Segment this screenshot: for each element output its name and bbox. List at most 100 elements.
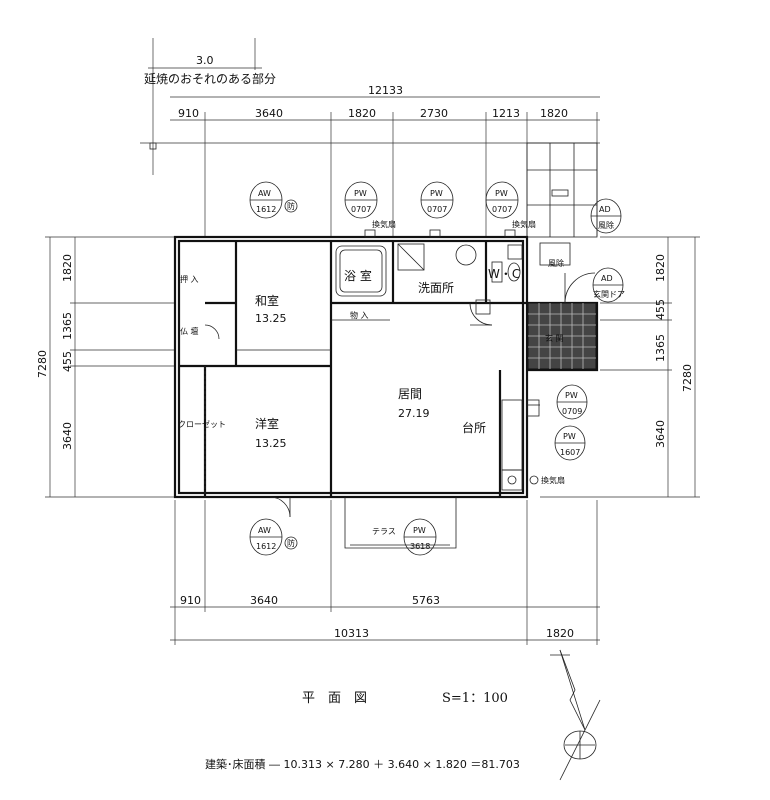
right-dim-4: 3640	[654, 420, 667, 448]
symbol-ad-fuukai: AD 風除	[590, 198, 622, 234]
bathtub	[335, 245, 387, 297]
svg-text:PW: PW	[495, 189, 508, 198]
vent-label-2: 換気扇	[512, 219, 536, 229]
bottom-dim-3: 5763	[412, 594, 440, 607]
svg-text:AD: AD	[599, 205, 611, 214]
svg-text:0707: 0707	[351, 205, 371, 214]
left-dim-1: 1820	[61, 254, 74, 282]
bottom-dim-1: 910	[180, 594, 201, 607]
svg-text:玄関ドア: 玄関ドア	[593, 289, 625, 299]
room-wc-name: W・C	[488, 267, 520, 281]
svg-text:AD: AD	[601, 274, 613, 283]
bottom-dim-2: 3640	[250, 594, 278, 607]
doors	[204, 272, 596, 518]
toilet-tank	[507, 244, 523, 260]
left-dim-4: 3640	[61, 422, 74, 450]
room-monoire-name: 物 入	[350, 310, 369, 320]
title-block: 平 面 図 S=1：100	[302, 691, 508, 706]
top-total-dim: 12133	[368, 84, 403, 97]
drawing-scale: S=1：100	[442, 691, 508, 706]
vent-labels: 換気扇 換気扇 換気扇	[364, 219, 565, 485]
symbol-aw-bottom: AW 1612 防	[249, 518, 298, 556]
svg-text:0707: 0707	[427, 205, 447, 214]
toilet-bowl	[507, 262, 521, 282]
top-dim-1: 910	[178, 107, 199, 120]
north-arrow	[550, 649, 601, 781]
svg-text:AW: AW	[258, 526, 271, 535]
top-dim-5: 1213	[492, 107, 520, 120]
symbol-pw-1607: PW 1607	[554, 425, 586, 461]
right-dim-1: 1820	[654, 254, 667, 282]
room-daidokoro-name: 台所	[462, 420, 486, 435]
terrace-label: テラス	[372, 527, 396, 536]
left-dimensions: 7280 1820 1365 455 3640	[36, 236, 175, 498]
svg-text:PW: PW	[565, 391, 578, 400]
symbol-ad-door: AD 玄関ドア	[592, 267, 625, 303]
svg-text:PW: PW	[354, 189, 367, 198]
symbol-pw-terrace: PW 3618	[403, 518, 437, 556]
room-kyoma-area: 27.19	[398, 407, 430, 420]
svg-text:防: 防	[287, 538, 295, 548]
room-washitsu-area: 13.25	[255, 312, 287, 325]
window-symbols: AW 1612 防 PW 0707 PW 0707 PW 0707 AD	[249, 181, 625, 556]
svg-text:AW: AW	[258, 189, 271, 198]
bottom-total-dim: 10313	[334, 627, 369, 640]
bottom-dimensions: 910 3640 5763 10313 1820	[170, 500, 600, 645]
room-labels: 和室 13.25 洋室 13.25 居間 27.19 台所 浴 室 洗面所 W・…	[178, 258, 564, 450]
terrace: テラス	[344, 497, 457, 549]
symbol-aw-top: AW 1612 防	[249, 181, 298, 219]
left-dim-2: 1365	[61, 312, 74, 340]
washbasin	[455, 244, 477, 266]
washing-machine	[397, 243, 425, 271]
room-butsudan-name: 仏 壇	[180, 326, 199, 336]
room-washitsu-name: 和室	[255, 293, 279, 308]
svg-text:3618: 3618	[410, 542, 430, 551]
symbol-pw-0707-c: PW 0707	[485, 181, 519, 219]
top-dim-6: 1820	[540, 107, 568, 120]
svg-text:1612: 1612	[256, 542, 276, 551]
svg-text:PW: PW	[430, 189, 443, 198]
fire-spread-label: 延焼のおそれのある部分	[144, 71, 276, 86]
room-kyoma-name: 居間	[398, 387, 422, 401]
room-yoshitsu-area: 13.25	[255, 437, 287, 450]
right-dimensions: 7280 1820 455 1365 3640	[540, 236, 700, 498]
svg-text:0709: 0709	[562, 407, 582, 416]
svg-text:1607: 1607	[560, 448, 580, 457]
drawing-title: 平 面 図	[302, 691, 367, 706]
svg-text:PW: PW	[563, 432, 576, 441]
left-total-dim: 7280	[36, 350, 49, 378]
fire-distance: 3.0	[196, 54, 214, 67]
right-dim-2: 455	[654, 299, 667, 320]
symbol-pw-0709: PW 0709	[556, 384, 588, 420]
fixtures	[335, 243, 540, 491]
fuukai-area	[526, 142, 598, 266]
vent-label-3: 換気扇	[541, 475, 565, 485]
top-dim-3: 1820	[348, 107, 376, 120]
left-dim-3: 455	[61, 351, 74, 372]
area-formula: 建築･床面積 ― 10.313 × 7.280 ＋ 3.640 × 1.820 …	[205, 757, 520, 771]
svg-text:防: 防	[287, 201, 295, 211]
top-dimensions: 12133 910 3640 1820 2730 1213 1820	[140, 84, 600, 236]
bottom-right-dim: 1820	[546, 627, 574, 640]
right-dim-3: 1365	[654, 334, 667, 362]
room-oshiire-name: 押 入	[180, 274, 199, 284]
svg-text:1612: 1612	[256, 205, 276, 214]
svg-text:風除: 風除	[598, 220, 614, 230]
symbol-pw-0707-a: PW 0707	[344, 181, 378, 219]
svg-text:PW: PW	[413, 526, 426, 535]
right-total-dim: 7280	[681, 364, 694, 392]
room-yokushitsu-name: 浴 室	[344, 268, 372, 283]
outer-walls	[173, 235, 599, 499]
room-yoshitsu-name: 洋室	[255, 416, 279, 431]
top-dim-4: 2730	[420, 107, 448, 120]
svg-text:0707: 0707	[492, 205, 512, 214]
top-dim-2: 3640	[255, 107, 283, 120]
room-genkan-name: 玄 関	[545, 333, 564, 343]
fire-spread-note: 3.0 延焼のおそれのある部分	[144, 38, 276, 175]
room-senmenjo-name: 洗面所	[418, 281, 454, 295]
symbol-pw-0707-b: PW 0707	[420, 181, 454, 219]
vent-label-1: 換気扇	[372, 219, 396, 229]
room-closet-name: クローゼット	[178, 419, 226, 429]
kitchen-counter	[501, 399, 523, 471]
